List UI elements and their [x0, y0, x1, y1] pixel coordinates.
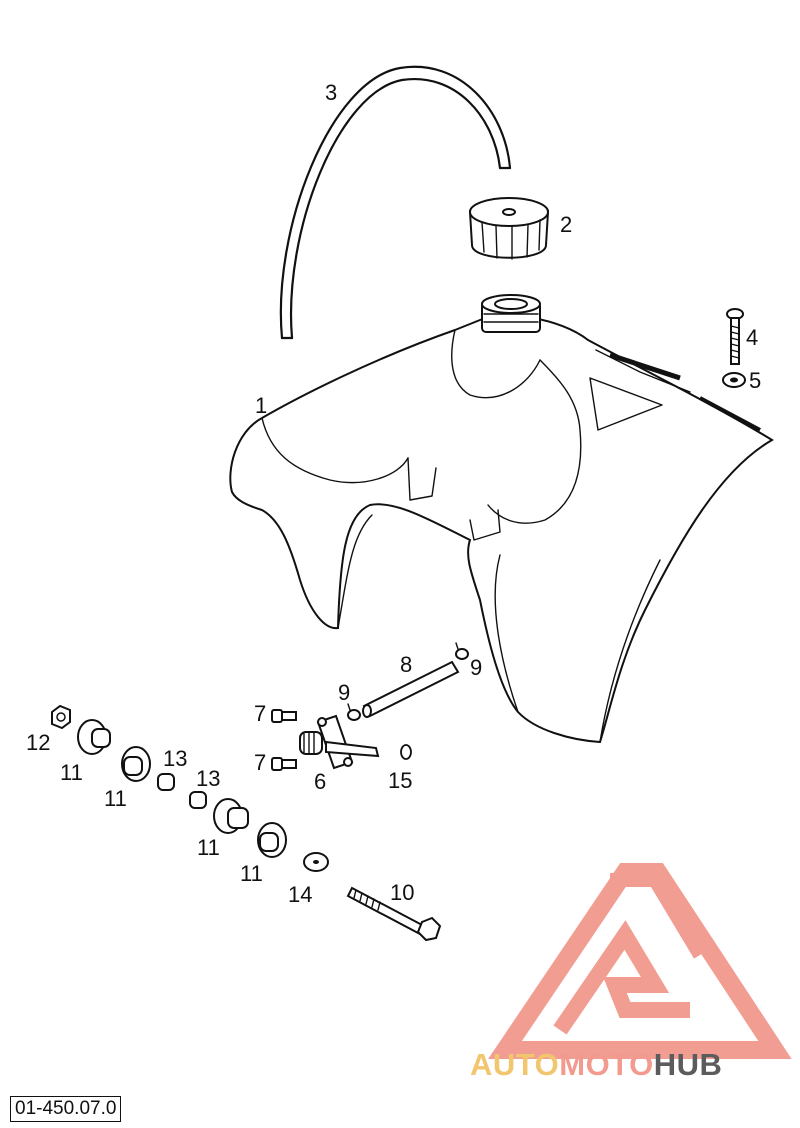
callout-4: 4	[746, 325, 758, 350]
callout-9-left: 9	[338, 680, 350, 705]
callout-2: 2	[560, 212, 572, 237]
callout-11-c: 11	[197, 835, 220, 860]
filler-cap-icon	[468, 197, 550, 260]
callout-9-right: 9	[470, 655, 482, 680]
rubber-bushing-icon	[77, 719, 287, 858]
callout-7-lower: 7	[254, 750, 266, 775]
watermark-auto: AUTO	[470, 1047, 559, 1082]
callout-11-a: 11	[60, 760, 83, 785]
nut-icon	[51, 704, 71, 730]
callout-8: 8	[400, 652, 412, 677]
bolt-icon	[346, 886, 442, 942]
hose-clamp-icon	[347, 642, 469, 721]
watermark-text: AUTOMOTOHUB	[470, 1047, 722, 1082]
callout-10: 10	[390, 880, 414, 905]
callout-7-upper: 7	[254, 701, 266, 726]
drawing-number: 01-450.07.0	[10, 1096, 122, 1122]
spacer-sleeve-icon	[157, 773, 207, 809]
fuel-tank-icon	[229, 294, 774, 744]
vent-hose-icon	[279, 65, 512, 340]
callout-11-d: 11	[240, 861, 263, 886]
callout-13-b: 13	[196, 766, 220, 791]
fuel-tap-icon	[299, 714, 380, 770]
bolt-icon	[271, 709, 297, 771]
o-ring-icon	[400, 744, 412, 760]
washer-icon	[722, 372, 746, 388]
callout-13-a: 13	[163, 746, 187, 771]
callout-3: 3	[325, 80, 337, 105]
callout-14: 14	[288, 882, 312, 907]
callout-6: 6	[314, 769, 326, 794]
callout-5: 5	[749, 368, 761, 393]
watermark-moto: MOTO	[559, 1047, 653, 1082]
bolt-icon	[726, 308, 744, 365]
callout-11-b: 11	[104, 786, 127, 811]
watermark-logo-icon	[488, 863, 792, 1059]
callout-15: 15	[388, 768, 412, 793]
callout-12: 12	[26, 730, 50, 755]
washer-icon	[303, 852, 329, 872]
fuel-line-icon	[362, 660, 460, 718]
watermark-hub: HUB	[654, 1047, 723, 1082]
callout-1: 1	[255, 393, 267, 418]
